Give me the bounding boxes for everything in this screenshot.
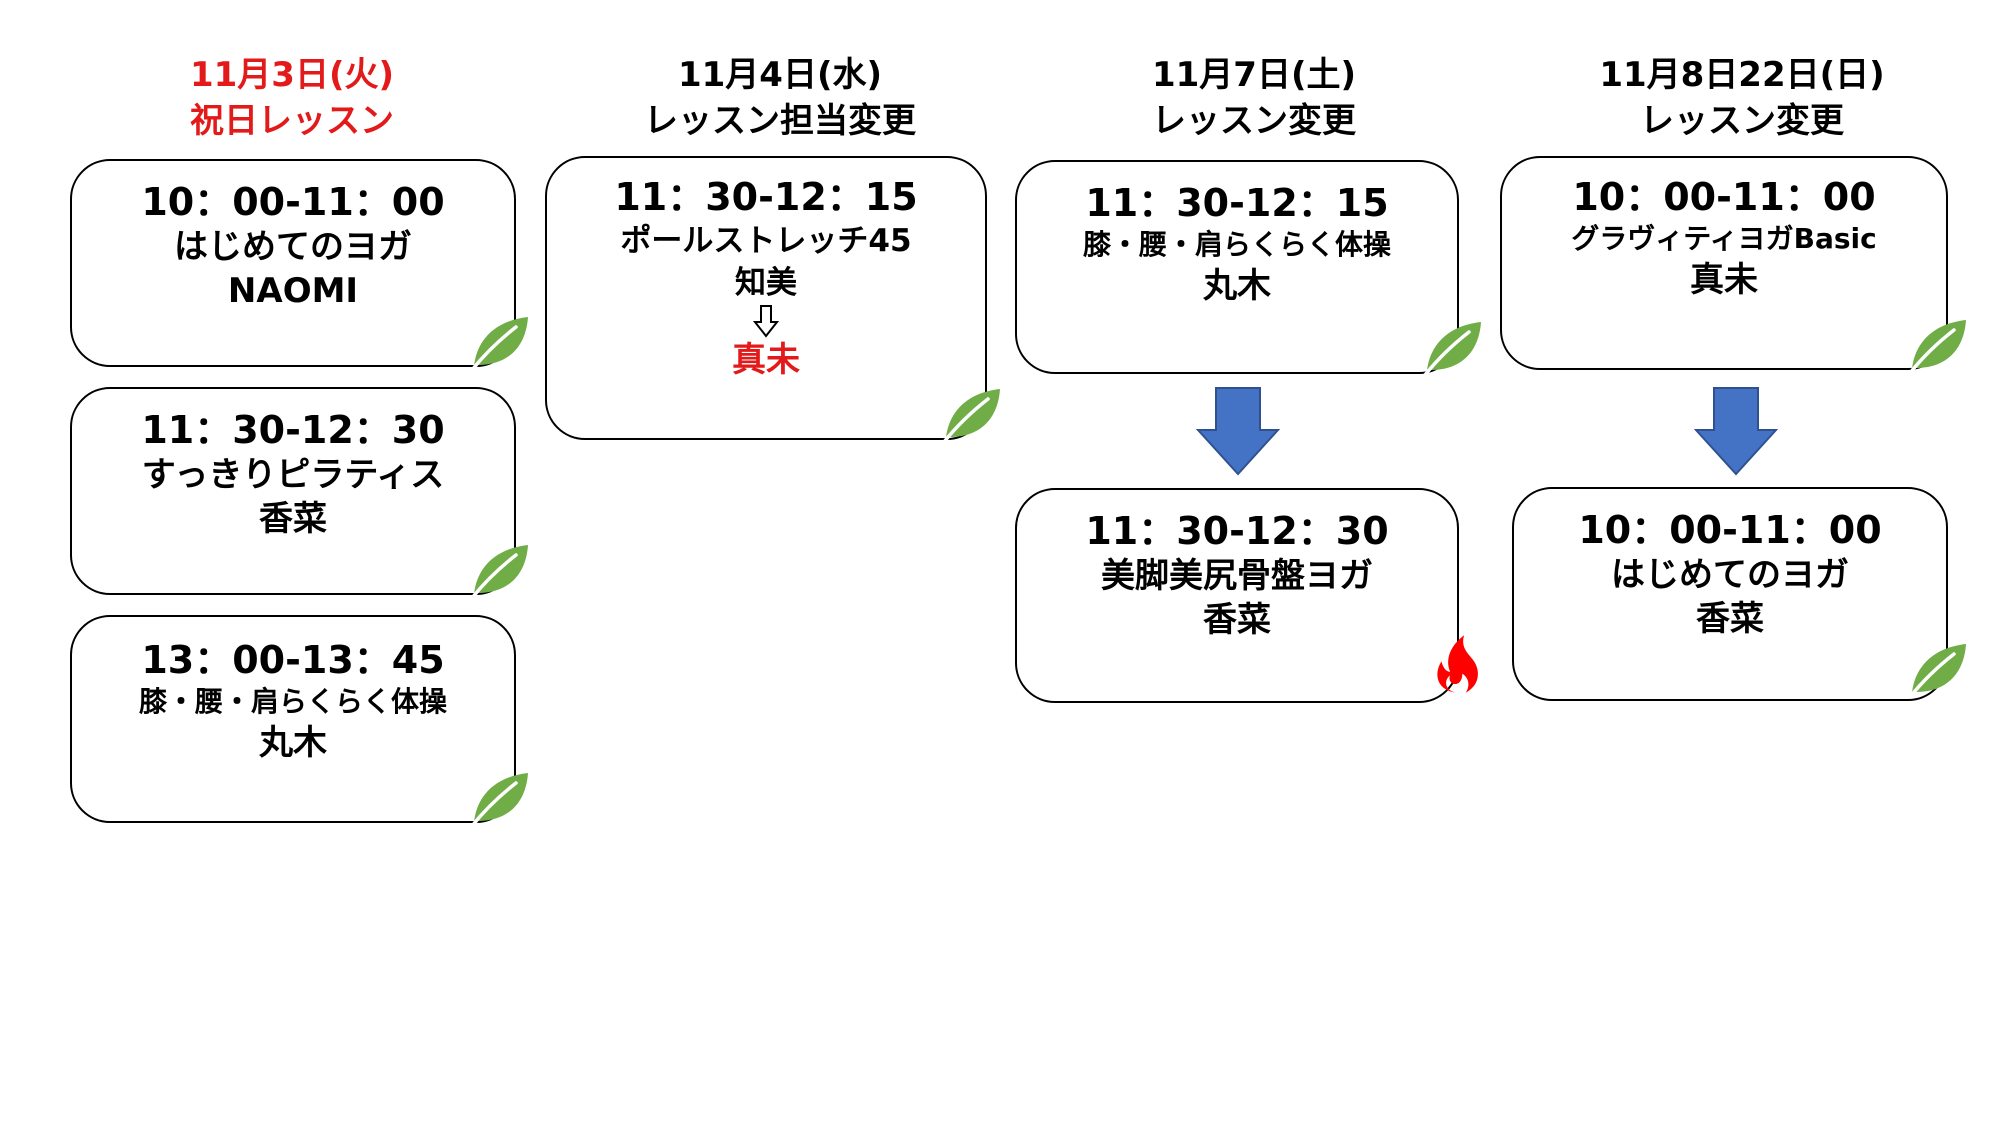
change-arrow-icon xyxy=(753,304,779,338)
lesson-time: 11：30-12：30 xyxy=(141,408,445,452)
lesson-card-before: 11：30-12：15 膝・腰・肩らくらく体操 丸木 xyxy=(1015,160,1459,374)
column-header-nov3: 11月3日(火) 祝日レッスン xyxy=(32,52,552,144)
leaf-icon xyxy=(468,313,530,371)
column-date: 11月3日(火) xyxy=(189,55,395,95)
lesson-card: 10：00-11：00 はじめてのヨガ NAOMI xyxy=(70,159,516,367)
lesson-time: 11：30-12：30 xyxy=(1085,509,1389,553)
leaf-icon xyxy=(1421,318,1483,376)
lesson-name: はじめてのヨガ xyxy=(1611,555,1849,595)
column-subtitle: レッスン変更 xyxy=(1152,101,1356,141)
column-subtitle: レッスン担当変更 xyxy=(644,101,916,141)
lesson-teacher: 丸木 xyxy=(259,723,327,763)
lesson-card-before: 10：00-11：00 グラヴィティヨガBasic 真未 xyxy=(1500,156,1948,370)
lesson-teacher: 香菜 xyxy=(1696,599,1764,639)
lesson-time: 10：00-11：00 xyxy=(141,180,445,224)
down-arrow-icon xyxy=(1196,386,1280,476)
lesson-name: 美脚美尻骨盤ヨガ xyxy=(1101,556,1373,596)
leaf-icon xyxy=(940,385,1002,443)
lesson-teacher: 丸木 xyxy=(1203,266,1271,306)
lesson-card-after: 10：00-11：00 はじめてのヨガ 香菜 xyxy=(1512,487,1948,701)
lesson-time: 10：00-11：00 xyxy=(1578,508,1882,552)
column-date: 11月4日(水) xyxy=(677,55,883,95)
flame-icon xyxy=(1431,628,1485,700)
column-date: 11月7日(土) xyxy=(1151,55,1357,95)
lesson-teacher-new: 真未 xyxy=(732,340,800,380)
lesson-card-after: 11：30-12：30 美脚美尻骨盤ヨガ 香菜 xyxy=(1015,488,1459,703)
lesson-card: 13：00-13：45 膝・腰・肩らくらく体操 丸木 xyxy=(70,615,516,823)
lesson-teacher: 真未 xyxy=(1690,260,1758,300)
lesson-card: 11：30-12：15 ポールストレッチ45 知美 真未 xyxy=(545,156,987,440)
lesson-teacher-old: 知美 xyxy=(735,265,797,301)
lesson-name: 膝・腰・肩らくらく体操 xyxy=(138,685,447,718)
lesson-name: すっきりピラティス xyxy=(141,455,445,495)
column-header-nov7: 11月7日(土) レッスン変更 xyxy=(994,52,1514,144)
leaf-icon xyxy=(1906,640,1968,698)
down-arrow-icon xyxy=(1694,386,1778,476)
lesson-teacher: NAOMI xyxy=(227,271,359,311)
column-subtitle: 祝日レッスン xyxy=(190,101,394,141)
column-header-nov8-22: 11月8日22日(日) レッスン変更 xyxy=(1482,52,2000,144)
leaf-icon xyxy=(1906,316,1968,374)
column-date: 11月8日22日(日) xyxy=(1599,55,1885,95)
lesson-name: 膝・腰・肩らくらく体操 xyxy=(1082,228,1391,261)
column-subtitle: レッスン変更 xyxy=(1640,101,1844,141)
lesson-time: 10：00-11：00 xyxy=(1572,175,1876,219)
lesson-teacher: 香菜 xyxy=(259,499,327,539)
lesson-name: グラヴィティヨガBasic xyxy=(1571,222,1877,255)
lesson-time: 13：00-13：45 xyxy=(141,638,445,682)
lesson-teacher: 香菜 xyxy=(1203,600,1271,640)
lesson-card: 11：30-12：30 すっきりピラティス 香菜 xyxy=(70,387,516,595)
lesson-time: 11：30-12：15 xyxy=(614,175,918,219)
lesson-time: 11：30-12：15 xyxy=(1085,181,1389,225)
leaf-icon xyxy=(468,541,530,599)
lesson-name: はじめてのヨガ xyxy=(174,227,412,267)
leaf-icon xyxy=(468,769,530,827)
column-header-nov4: 11月4日(水) レッスン担当変更 xyxy=(520,52,1040,144)
lesson-name: ポールストレッチ45 xyxy=(620,223,912,259)
